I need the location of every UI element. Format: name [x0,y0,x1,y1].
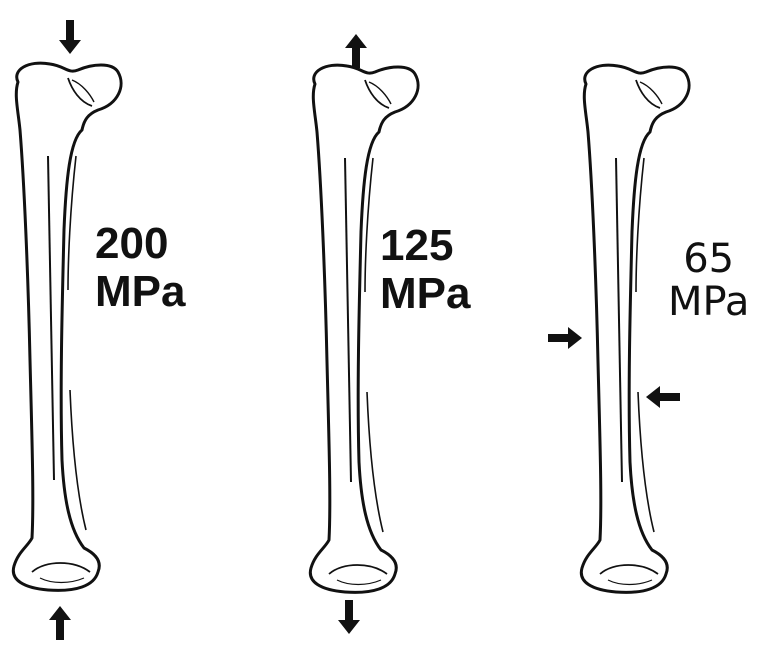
stress-label-shear: 65 MPa [668,238,749,324]
stress-value: 200 [95,220,185,268]
stress-label-compression: 200 MPa [95,220,185,315]
arrow-down-icon [338,600,360,634]
stress-unit: MPa [668,281,749,324]
arrow-down-icon [59,20,81,54]
stress-value: 125 [380,222,470,270]
arrow-up-icon [345,34,367,68]
stress-label-tension: 125 MPa [380,222,470,317]
femur-tension [310,65,418,592]
femur-compression [13,63,121,590]
arrow-left-icon [646,386,680,408]
femur-shear [581,65,689,592]
arrow-right-icon [548,327,582,349]
stress-value: 65 [668,238,749,281]
stress-unit: MPa [380,270,470,318]
stress-unit: MPa [95,268,185,316]
arrow-up-icon [49,606,71,640]
